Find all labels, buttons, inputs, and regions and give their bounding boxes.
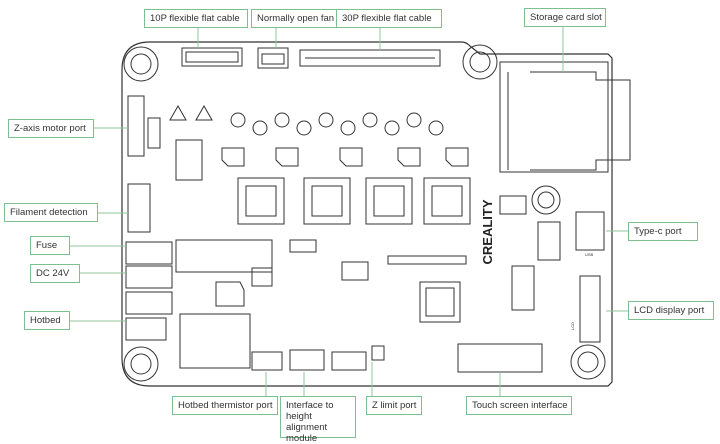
callout-10p-flexible-flat-cable: 10P flexible flat cable <box>144 9 248 28</box>
callout-type-c-port: Type-c port <box>628 222 698 241</box>
usb-label: USB <box>585 252 594 257</box>
bottom-connectors <box>251 343 543 373</box>
callout-lcd-display-port: LCD display port <box>628 301 714 320</box>
stepper-drivers <box>237 177 471 225</box>
ffc-10p-connector <box>181 47 243 67</box>
mounting-holes <box>123 44 606 382</box>
ffc-30p-connector <box>299 49 441 67</box>
callout-normally-open-fan: Normally open fan <box>251 9 339 28</box>
callout-touch-screen-interface: Touch screen interface <box>466 396 572 415</box>
callout-filament-detection: Filament detection <box>4 203 98 222</box>
callout-z-axis-motor-port: Z-axis motor port <box>8 119 94 138</box>
callout-hotbed: Hotbed <box>24 311 70 330</box>
lcd-label: LCD <box>570 322 575 330</box>
callout-hotbed-thermistor-port: Hotbed thermistor port <box>172 396 278 415</box>
leader-lines <box>70 27 628 396</box>
board-brand: CREALITY <box>480 199 495 264</box>
callout-height-alignment-interface: Interface to height alignment module <box>280 396 356 444</box>
callout-z-limit-port: Z limit port <box>366 396 422 415</box>
capacitors <box>221 112 469 167</box>
callout-storage-card-slot: Storage card slot <box>524 8 606 27</box>
left-connectors <box>125 95 273 369</box>
mcu-and-parts <box>169 104 605 343</box>
callout-30p-flexible-flat-cable: 30P flexible flat cable <box>336 9 442 28</box>
callout-fuse: Fuse <box>30 236 70 255</box>
callout-dc-24v: DC 24V <box>30 264 80 283</box>
storage-card-slot <box>499 61 631 173</box>
board-outline <box>121 41 613 387</box>
fan-connector <box>257 47 289 69</box>
